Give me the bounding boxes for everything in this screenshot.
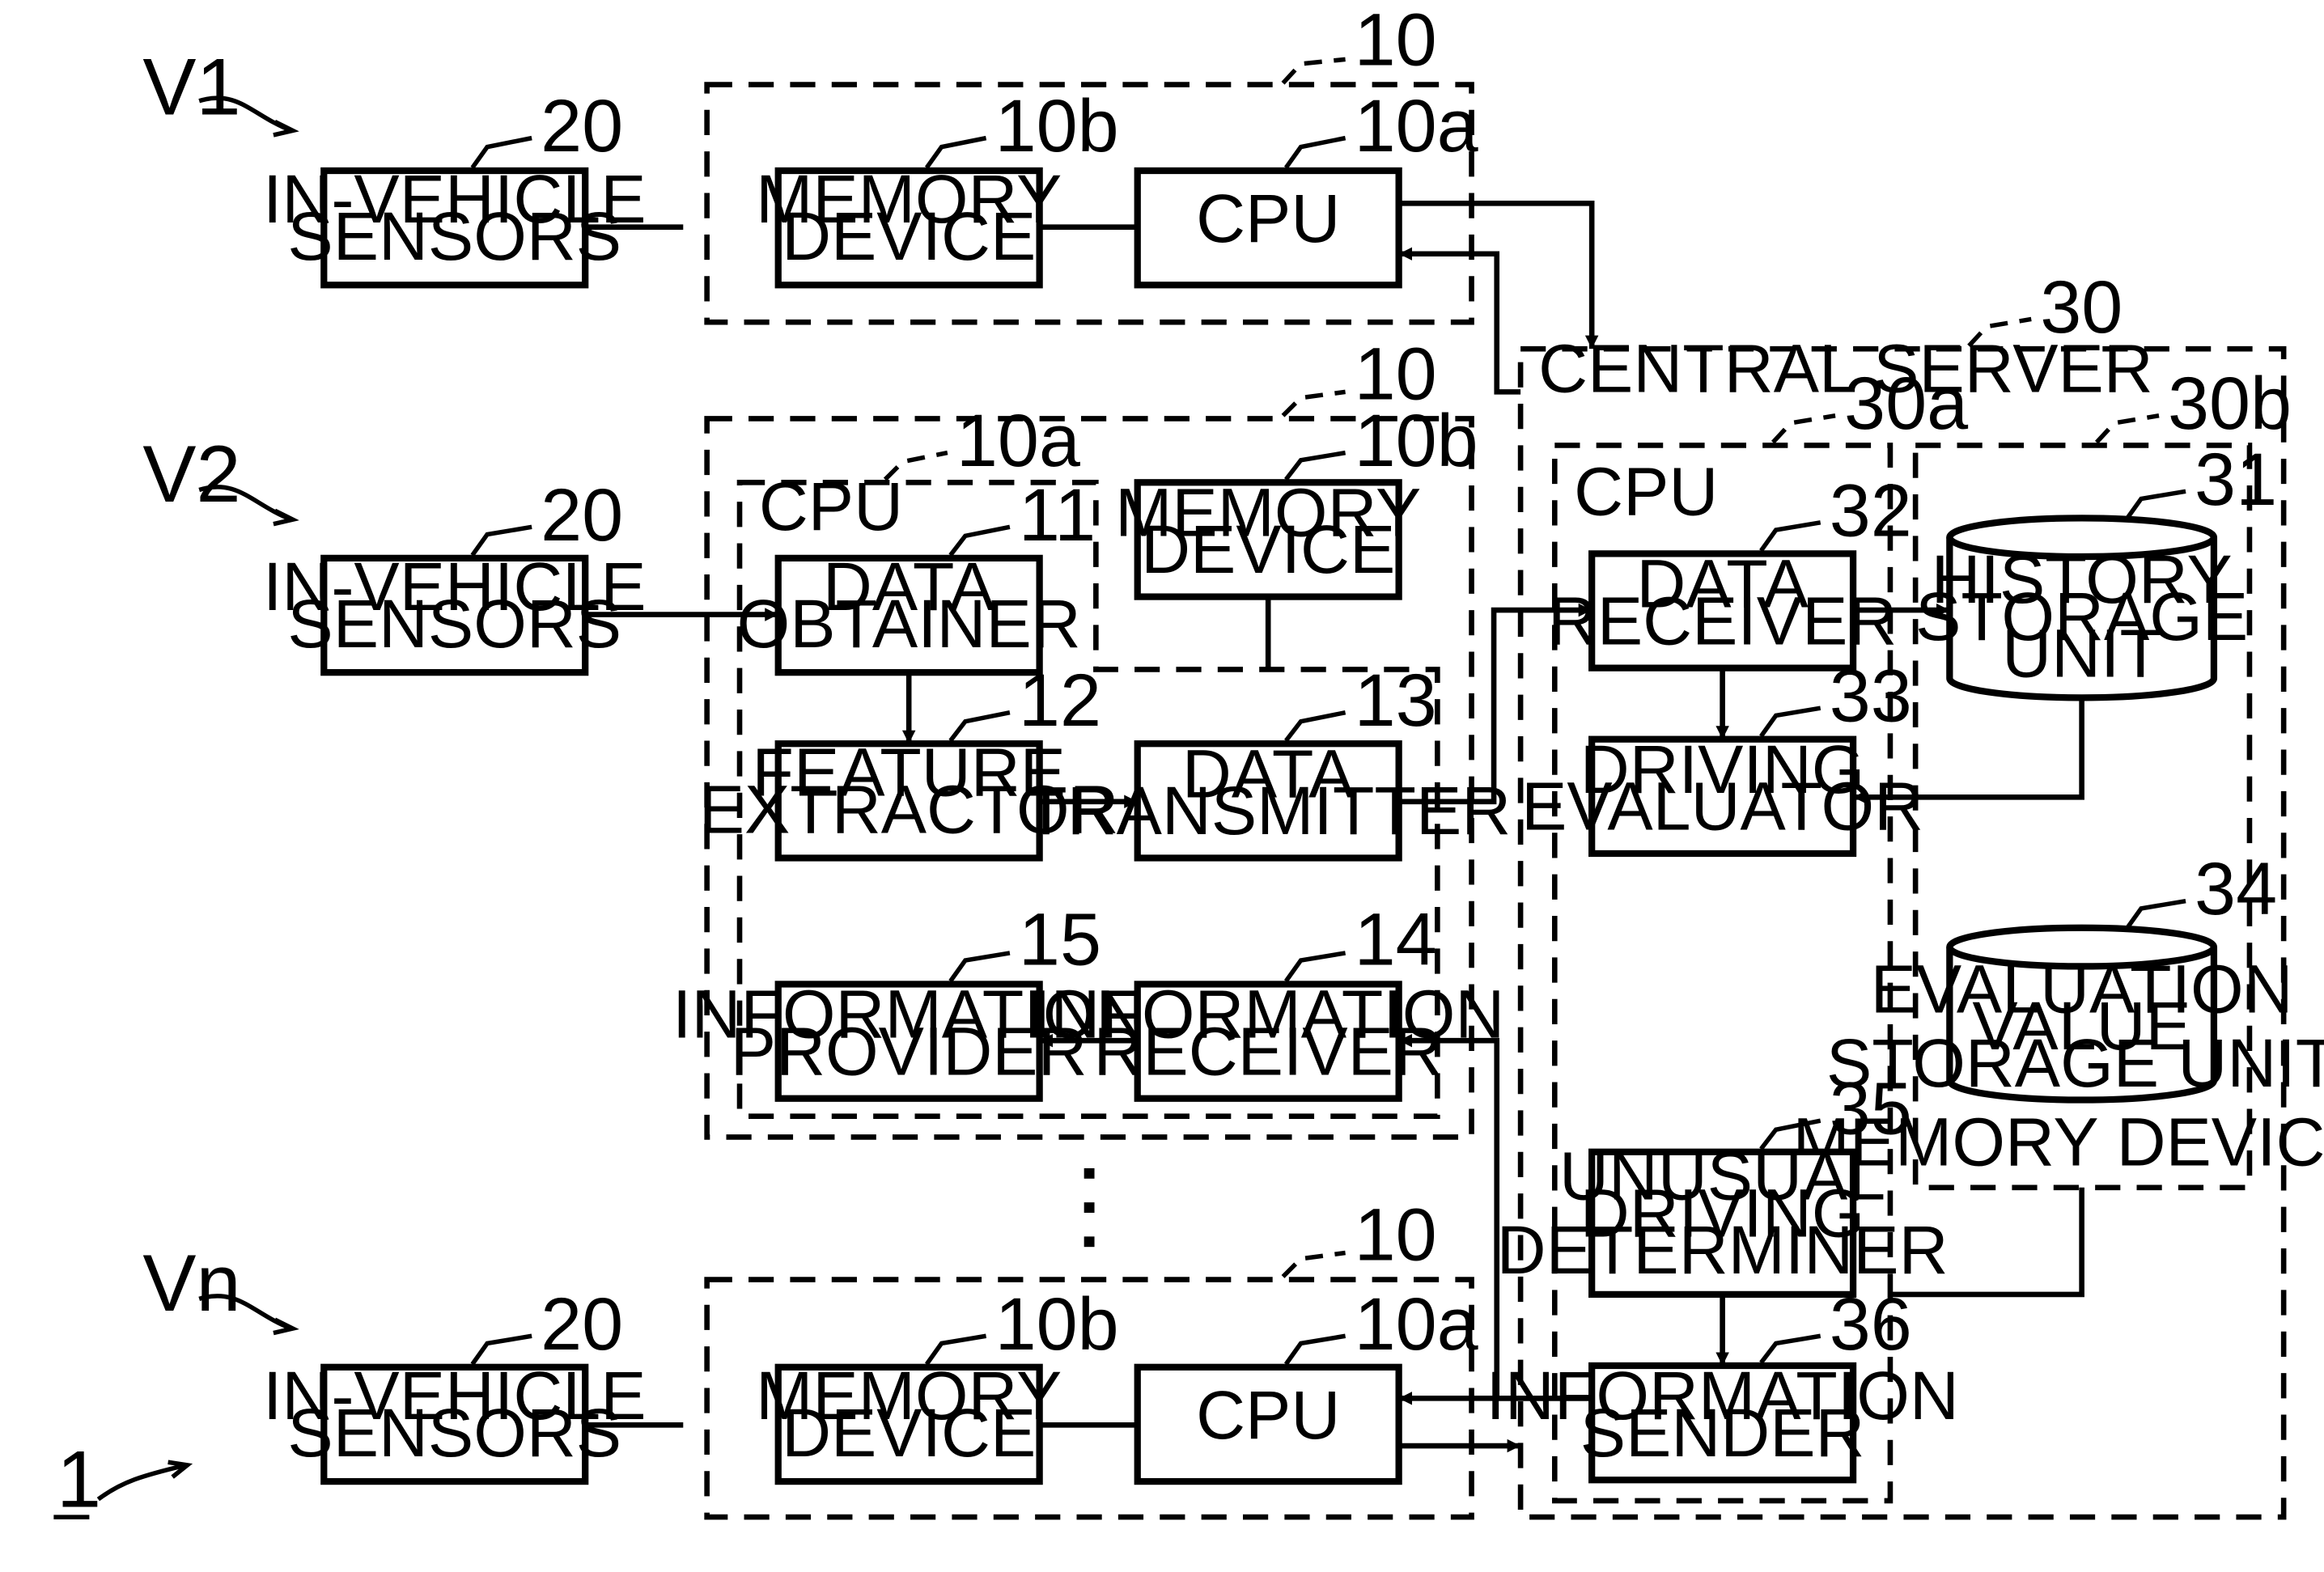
v2-memory-number: 10b: [1355, 400, 1478, 482]
v1-unit-number: 10: [1355, 0, 1437, 82]
v2-cpu-number: 10a: [956, 400, 1081, 482]
server-memory-number: 30b: [2168, 362, 2292, 445]
server-cpu-label: CPU: [1574, 454, 1718, 530]
data-transmitter-line2: TRANSMITTER: [1025, 773, 1511, 849]
vehicle-v2-label: V2: [142, 429, 240, 519]
vehicle-vn: Vn IN-VEHICLE SENSORS 20 10 MEMORY DEVIC…: [142, 1194, 1478, 1517]
vn-memory-number: 10b: [995, 1283, 1119, 1366]
v1-sensors-block: IN-VEHICLE SENSORS 20: [263, 85, 647, 285]
information-receiver-number: 14: [1355, 899, 1437, 981]
unusual-driving-determiner-block: UNUSUAL DRIVING DETERMINER 35: [1497, 1068, 1949, 1294]
history-storage-number: 31: [2195, 439, 2277, 521]
driving-evaluator-line2: EVALUATOR: [1521, 769, 1923, 845]
v1-memory-block: MEMORY DEVICE 10b: [756, 85, 1119, 285]
central-server: CENTRAL SERVER 30 CPU 30a MEMORY DEVICE …: [1486, 266, 2324, 1517]
server-cpu-number: 30a: [1844, 362, 1969, 445]
v1-cpu-label: CPU: [1196, 180, 1340, 256]
figure-number-leader: [98, 1465, 185, 1499]
v1-memory-line2: DEVICE: [782, 198, 1036, 274]
vehicle-v1: V1 IN-VEHICLE SENSORS 20 10 MEMORY DEVIC…: [142, 0, 1478, 322]
vn-cpu-leader: [1286, 1336, 1345, 1364]
unusual-determiner-line3: DETERMINER: [1497, 1212, 1949, 1288]
v1-cpu-number: 10a: [1355, 85, 1479, 167]
v2-memory-line2: DEVICE: [1141, 511, 1395, 587]
v1-cpu-leader: [1286, 138, 1345, 168]
evaluation-storage-number: 34: [2195, 848, 2277, 930]
central-server-number: 30: [2040, 266, 2123, 349]
vn-cpu-number: 10a: [1355, 1283, 1479, 1366]
vn-sensors-number: 20: [541, 1283, 623, 1366]
vn-memory-block: MEMORY DEVICE 10b: [756, 1283, 1119, 1481]
v2-sensors-line2: SENSORS: [287, 586, 621, 662]
history-storage-leader: [2127, 491, 2186, 519]
v2-sensors-number: 20: [541, 474, 623, 557]
data-obtainer-number: 11: [1019, 474, 1096, 557]
v1-sensors-number: 20: [541, 85, 623, 167]
v2-sensors-block: IN-VEHICLE SENSORS 20: [263, 474, 647, 672]
vn-cpu-block: CPU 10a: [1138, 1283, 1479, 1481]
information-receiver-line2: RECEIVER: [1094, 1013, 1443, 1089]
vn-cpu-label: CPU: [1196, 1377, 1340, 1453]
vn-memory-line2: DEVICE: [782, 1395, 1036, 1471]
data-obtainer-line2: OBTAINER: [737, 586, 1081, 662]
evaluation-storage-leader: [2127, 901, 2186, 930]
vn-sensors-line2: SENSORS: [287, 1395, 621, 1471]
feature-extractor-number: 12: [1019, 659, 1101, 742]
v1-memory-number: 10b: [995, 85, 1119, 167]
information-provider-number: 15: [1019, 899, 1101, 981]
data-receiver-number: 32: [1830, 469, 1912, 552]
vn-unit-number: 10: [1355, 1194, 1437, 1277]
history-storage-line3: UNIT: [2002, 616, 2161, 692]
v2-unit-leader: [1283, 392, 1346, 415]
history-storage-cylinder: HISTORY STORAGE UNIT 31: [1915, 439, 2277, 698]
server-cpu-leader: [1773, 416, 1835, 443]
server-memory-leader: [2097, 416, 2159, 443]
v2-memory-block: MEMORY DEVICE 10b: [1115, 400, 1478, 596]
figure-reference: 1: [53, 1434, 187, 1523]
figure-number: 1: [57, 1434, 101, 1523]
driving-evaluator-number: 33: [1830, 655, 1912, 738]
vn-sensors-block: IN-VEHICLE SENSORS 20: [263, 1283, 647, 1481]
information-receiver-block: INFORMATION RECEIVER 14: [1032, 899, 1504, 1099]
v1-unit-leader: [1283, 59, 1346, 83]
vn-unit-leader: [1283, 1253, 1346, 1277]
v1-sensors-line2: SENSORS: [287, 198, 621, 274]
v2-cpu-label: CPU: [759, 468, 903, 544]
data-transmitter-number: 13: [1355, 659, 1437, 742]
vehicle-vn-label: Vn: [142, 1238, 240, 1328]
information-sender-line2: SENDER: [1580, 1395, 1865, 1471]
evaluation-storage-line3: STORAGE UNIT: [1826, 1025, 2324, 1101]
data-receiver-line2: RECEIVER: [1548, 583, 1897, 659]
vehicle-ellipsis: [1084, 1168, 1095, 1247]
evaluation-storage-cylinder: EVALUATION VALUE STORAGE UNIT 34: [1826, 848, 2324, 1101]
vehicle-v2: V2 IN-VEHICLE SENSORS 20 10 CPU 10a MEMO…: [142, 333, 1511, 1138]
vehicle-v1-label: V1: [142, 41, 240, 131]
